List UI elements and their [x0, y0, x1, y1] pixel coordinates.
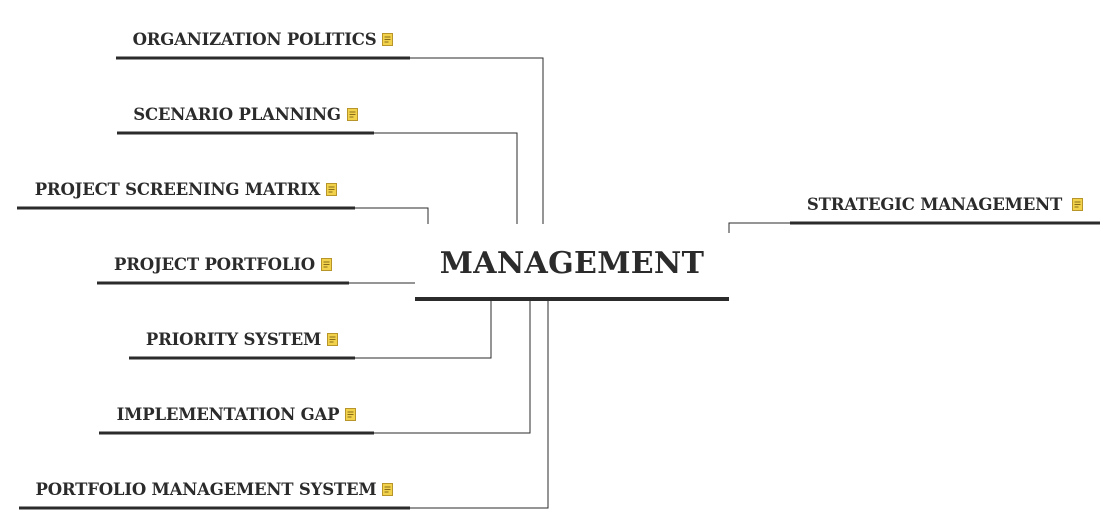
topic-label: PORTFOLIO MANAGEMENT SYSTEM: [35, 479, 377, 499]
connector-portfolio-management-system: [410, 301, 549, 509]
topic-label: PRIORITY SYSTEM: [145, 329, 322, 349]
topic-strategic-management[interactable]: STRATEGIC MANAGEMENT: [790, 189, 1100, 219]
topic-label: ORGANIZATION POLITICS: [132, 29, 377, 49]
topic-label: STRATEGIC MANAGEMENT: [806, 194, 1063, 214]
note-icon[interactable]: [320, 257, 332, 271]
topic-organization-politics[interactable]: ORGANIZATION POLITICS: [116, 24, 410, 54]
connector-project-screening-matrix: [355, 207, 429, 224]
topic-project-screening-matrix[interactable]: PROJECT SCREENING MATRIX: [17, 174, 355, 204]
note-icon[interactable]: [382, 482, 394, 496]
topic-project-portfolio[interactable]: PROJECT PORTFOLIO: [97, 249, 349, 279]
topic-label: PROJECT SCREENING MATRIX: [34, 179, 321, 199]
connector-implementation-gap: [374, 301, 531, 434]
connector-priority-system: [355, 301, 492, 359]
note-icon[interactable]: [346, 107, 358, 121]
topic-label: IMPLEMENTATION GAP: [116, 404, 340, 424]
note-icon[interactable]: [327, 332, 339, 346]
note-icon[interactable]: [345, 407, 357, 421]
topic-portfolio-management-system[interactable]: PORTFOLIO MANAGEMENT SYSTEM: [19, 474, 410, 504]
connector-strategic-management: [728, 222, 790, 233]
note-icon[interactable]: [326, 182, 338, 196]
topic-priority-system[interactable]: PRIORITY SYSTEM: [129, 324, 355, 354]
note-icon[interactable]: [1072, 197, 1084, 211]
note-icon[interactable]: [382, 32, 394, 46]
connector-scenario-planning: [374, 132, 518, 224]
central-topic[interactable]: MANAGEMENT: [415, 240, 729, 286]
topic-implementation-gap[interactable]: IMPLEMENTATION GAP: [99, 399, 374, 429]
topic-label: PROJECT PORTFOLIO: [114, 254, 315, 274]
central-topic-label: MANAGEMENT: [439, 245, 705, 281]
topic-scenario-planning[interactable]: SCENARIO PLANNING: [117, 99, 374, 129]
topic-label: SCENARIO PLANNING: [133, 104, 341, 124]
connector-organization-politics: [410, 57, 544, 224]
